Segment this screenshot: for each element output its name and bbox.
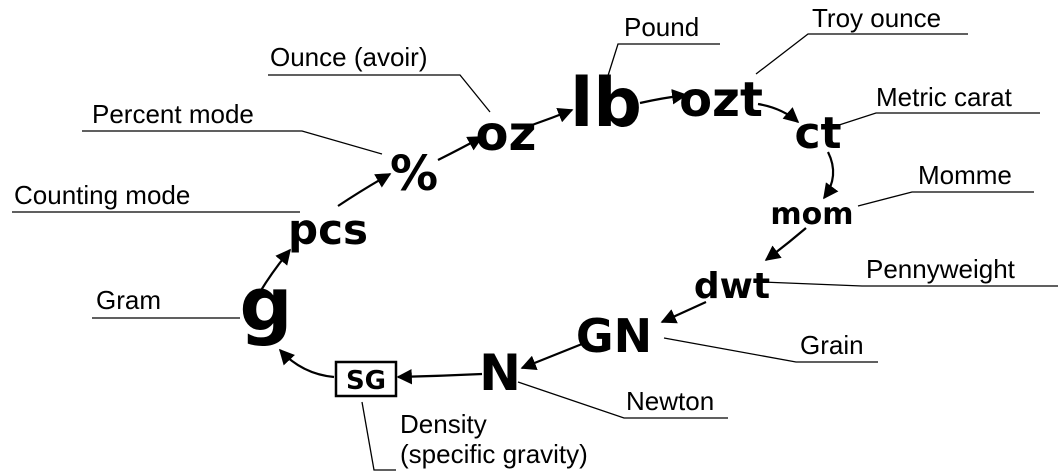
label-specific-gravity: (specific gravity) — [400, 439, 588, 469]
arrow-lb-to-ozt — [639, 89, 688, 105]
leader-oz — [268, 74, 491, 113]
arrow-ct-to-mom — [823, 151, 839, 200]
sg-symbol-box — [334, 360, 398, 398]
symbol-g: g — [240, 262, 293, 348]
symbol-ozt: ozt — [679, 72, 763, 128]
arrow-pct-to-oz — [437, 136, 484, 161]
symbol-dwt: dwt — [694, 266, 770, 307]
leader-lb — [605, 43, 720, 83]
label-metric-carat: Metric carat — [876, 82, 1013, 112]
arrow-dwt-to-gn — [660, 300, 707, 324]
label-momme: Momme — [918, 160, 1012, 190]
arrow-n-to-sg — [396, 368, 483, 385]
label-gram: Gram — [96, 285, 161, 315]
label-counting-mode: Counting mode — [14, 180, 190, 210]
symbol-oz: oz — [476, 106, 537, 162]
symbol-n: N — [479, 344, 521, 402]
label-pennyweight: Pennyweight — [866, 254, 1016, 284]
symbol-ct: ct — [794, 108, 841, 159]
label-pound: Pound — [624, 12, 699, 42]
label-troy-ounce: Troy ounce — [812, 3, 941, 33]
unit-labels: Ounce (avoir) Pound Troy ounce Metric ca… — [14, 3, 1016, 469]
label-grain: Grain — [800, 330, 864, 360]
symbol-pcs: pcs — [288, 205, 368, 254]
label-density: Density — [400, 409, 487, 439]
leader-ct — [835, 112, 1040, 127]
symbol-percent: % — [390, 146, 438, 202]
arrow-mom-to-dwt — [764, 227, 807, 261]
symbol-mom: mom — [770, 197, 853, 232]
cycle-arrows — [259, 89, 839, 385]
arrow-oz-to-lb — [531, 107, 574, 127]
label-ounce-avoir: Ounce (avoir) — [270, 42, 428, 72]
symbol-lb: lb — [570, 64, 642, 143]
leader-sg — [361, 401, 396, 471]
symbol-gn: GN — [576, 309, 652, 363]
label-newton: Newton — [626, 386, 714, 416]
leader-gn — [663, 337, 878, 363]
unit-symbols: oz lb ozt ct mom dwt GN N SG g pcs % — [240, 64, 854, 402]
arrow-ozt-to-ct — [757, 102, 800, 124]
symbol-sg: SG — [346, 366, 386, 396]
leader-dwt — [761, 281, 1058, 287]
label-percent-mode: Percent mode — [92, 99, 254, 129]
arrow-sg-to-g — [278, 348, 335, 379]
arrow-pcs-to-pct — [337, 173, 392, 207]
arrow-g-to-pcs — [259, 248, 291, 293]
leader-ozt — [755, 33, 968, 75]
leader-mom — [857, 191, 1034, 207]
leader-lines — [12, 33, 1058, 471]
leader-pct — [82, 130, 383, 155]
leader-n — [517, 381, 728, 419]
arrow-gn-to-n — [520, 342, 583, 371]
